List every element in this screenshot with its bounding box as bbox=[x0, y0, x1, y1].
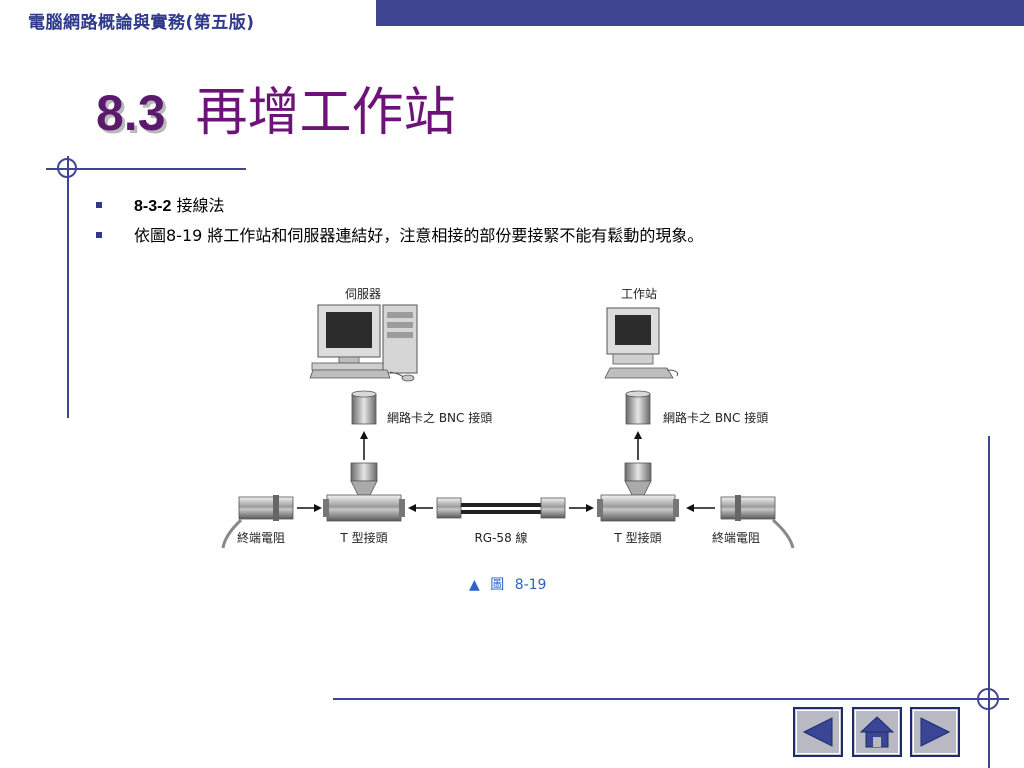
t-connector-right-icon bbox=[597, 462, 679, 522]
up-arrow-left-icon bbox=[360, 431, 368, 460]
bullet-bold-text: 8-3-2 bbox=[134, 198, 172, 215]
caption-triangle-icon: ▲ bbox=[469, 577, 480, 593]
workstation-computer-icon bbox=[604, 307, 678, 379]
bullet-item: 8-3-2 接線法 bbox=[96, 194, 703, 224]
bullet-icon bbox=[96, 202, 102, 208]
top-accent-bar bbox=[376, 0, 1024, 26]
bnc-connector-left-icon bbox=[351, 390, 377, 425]
caption-prefix: 圖 bbox=[490, 577, 504, 593]
up-arrow-right-icon bbox=[634, 431, 642, 460]
arrow-cable-to-t-left-icon bbox=[408, 504, 433, 512]
slide-number: 8.3 bbox=[96, 85, 166, 141]
bullet-item: 依圖8-19 將工作站和伺服器連結好，注意相接的部份要接緊不能有鬆動的現象。 bbox=[96, 224, 703, 254]
next-slide-button[interactable] bbox=[910, 707, 960, 757]
arrow-cable-to-t-right-icon bbox=[569, 504, 594, 512]
network-wiring-diagram: 伺服器 工作站 網路卡之 BNC 接頭 網路卡之 BNC 接頭 bbox=[221, 287, 795, 593]
house-icon bbox=[859, 716, 895, 748]
bullet-list: 8-3-2 接線法 依圖8-19 將工作站和伺服器連結好，注意相接的部份要接緊不… bbox=[96, 194, 703, 254]
triangle-left-icon bbox=[802, 717, 833, 747]
bnc-label-left: 網路卡之 BNC 接頭 bbox=[387, 410, 492, 425]
cable-label: RG-58 線 bbox=[474, 530, 527, 545]
workstation-label: 工作站 bbox=[621, 287, 657, 301]
terminator-label-left: 終端電阻 bbox=[237, 530, 285, 545]
bullet-text: 依圖8-19 將工作站和伺服器連結好，注意相接的部份要接緊不能有鬆動的現象。 bbox=[134, 226, 704, 245]
lower-horizontal-rule bbox=[333, 698, 1009, 700]
terminator-left-icon bbox=[221, 495, 294, 549]
triangle-right-icon bbox=[920, 717, 951, 747]
previous-slide-button[interactable] bbox=[793, 707, 843, 757]
server-computer-icon bbox=[309, 304, 418, 382]
bullet-icon bbox=[96, 232, 102, 238]
arrow-terminator-to-t-left-icon bbox=[297, 504, 322, 512]
lower-crosshair-circle bbox=[977, 688, 999, 710]
t-connector-label-right: T 型接頭 bbox=[613, 530, 661, 545]
book-title: 電腦網路概論與實務(第五版) bbox=[28, 13, 255, 33]
arrow-terminator-to-t-right-icon bbox=[686, 504, 715, 512]
right-vertical-rule bbox=[988, 436, 990, 768]
left-vertical-rule bbox=[67, 156, 69, 418]
home-button[interactable] bbox=[852, 707, 902, 757]
bnc-label-right: 網路卡之 BNC 接頭 bbox=[663, 410, 768, 425]
upper-crosshair-circle bbox=[57, 158, 77, 178]
bnc-connector-right-icon bbox=[625, 390, 651, 425]
slide-heading: 再增工作站 bbox=[195, 83, 456, 143]
server-label: 伺服器 bbox=[345, 287, 381, 301]
t-connector-label-left: T 型接頭 bbox=[339, 530, 387, 545]
upper-horizontal-rule bbox=[46, 168, 246, 170]
bullet-text: 接線法 bbox=[171, 196, 225, 215]
terminator-right-icon bbox=[720, 495, 795, 549]
rg58-cable-icon bbox=[436, 497, 566, 519]
t-connector-left-icon bbox=[323, 462, 405, 522]
caption-number: 8-19 bbox=[515, 577, 547, 593]
slide-title: 8.3 再增工作站 bbox=[96, 70, 456, 143]
figure-caption: ▲ 圖 8-19 bbox=[469, 577, 546, 593]
terminator-label-right: 終端電阻 bbox=[712, 530, 760, 545]
